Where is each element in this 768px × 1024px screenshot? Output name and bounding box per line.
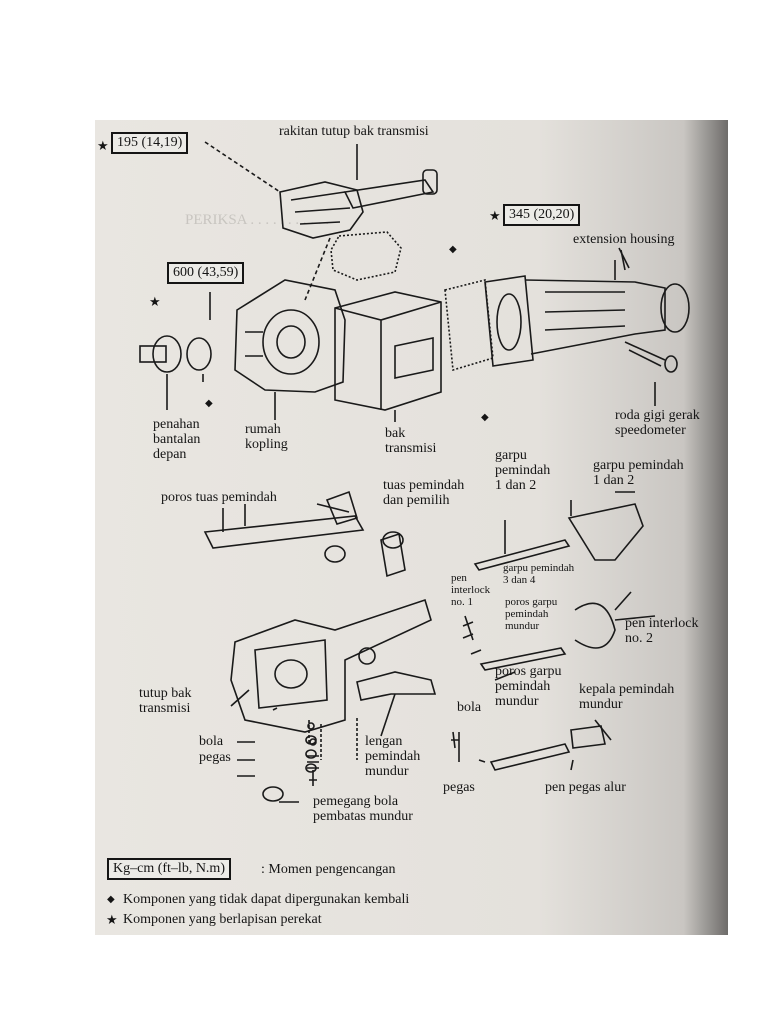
label-poros-tuas: poros tuas pemindah: [161, 490, 277, 505]
torque-box-195: 195 (14,19): [111, 132, 189, 154]
label-bola-left: bola: [199, 734, 224, 749]
label-tuas-pemindah: tuas pemindah dan pemilih: [383, 478, 465, 508]
scanned-page: PERIKSA . . . . . . . . . . .: [95, 120, 728, 935]
transmission-case: [334, 291, 442, 411]
shift-lever-shaft: [203, 515, 365, 549]
label-garpu-1-2-b: garpu pemindah 1 dan 2: [593, 458, 684, 488]
legend-diamond-text: Komponen yang tidak dapat dipergunakan k…: [123, 892, 410, 907]
fork-shaft-1-2: [473, 539, 571, 571]
reverse-fork-shaft: [479, 647, 567, 671]
speedometer-gear: [664, 355, 678, 373]
cover-shift-tube: [343, 179, 435, 209]
label-pegas-right: pegas: [443, 780, 475, 795]
extension-housing-flange: [484, 275, 534, 367]
legend-star-icon: ★: [106, 912, 118, 927]
adhesive-star-icon: ★: [149, 294, 161, 309]
cover-gasket: [330, 231, 402, 281]
label-lengan-pemindah: lengan pemindah mundur: [365, 734, 421, 779]
spring-left: [307, 755, 319, 769]
label-bola-right: bola: [457, 700, 482, 715]
label-penahan: penahan bantalan depan: [153, 417, 201, 462]
label-extension-housing: extension housing: [573, 232, 675, 247]
adhesive-star-icon: ★: [97, 138, 109, 153]
bleed-through-text: PERIKSA . . . . . . . . . . .: [185, 212, 330, 228]
legend-unit-box: Kg–cm (ft–lb, N.m): [107, 858, 231, 880]
label-bak-transmisi: bak transmisi: [385, 426, 437, 456]
non-reusable-diamond-icon: ◆: [481, 412, 489, 423]
label-pemegang-bola: pemegang bola pembatas mundur: [313, 794, 413, 824]
label-roda-gigi: roda gigi gerak speedometer: [615, 408, 700, 438]
shaft-bushing: [324, 545, 346, 563]
label-pen-interlock-1: pen interlock no. 1: [451, 572, 491, 608]
lower-transmission-cover: [230, 598, 432, 733]
legend-unit-desc: : Momen pengencangan: [261, 862, 396, 877]
legend-diamond-icon: ◆: [107, 894, 115, 905]
label-rakitan-tutup: rakitan tutup bak transmisi: [279, 124, 429, 139]
label-poros-garpu-mundur-a: poros garpu pemindah mundur: [505, 596, 558, 632]
label-tutup-bak: tutup bak transmisi: [139, 686, 192, 716]
reverse-shift-shaft: [489, 743, 571, 771]
ball-retainer: [262, 786, 284, 802]
label-pen-interlock-2: pen interlock no. 2: [625, 616, 699, 646]
label-poros-garpu-mundur-b: poros garpu pemindah mundur: [495, 664, 562, 709]
reverse-shift-arm: [356, 671, 437, 701]
adhesive-star-icon: ★: [489, 208, 501, 223]
label-pegas-left: pegas: [199, 750, 231, 765]
label-garpu-3-4: garpu pemindah 3 dan 4: [503, 562, 575, 586]
clutch-housing: [234, 279, 346, 393]
exploded-view-drawing: [139, 141, 690, 803]
cover-assembly-top: [279, 181, 364, 239]
shift-fork-1-2: [567, 503, 644, 561]
intermediate-gasket: [444, 278, 494, 372]
non-reusable-diamond-icon: ◆: [449, 244, 457, 255]
non-reusable-diamond-icon: ◆: [205, 398, 213, 409]
torque-box-345: 345 (20,20): [503, 204, 581, 226]
shift-select-lever: [380, 532, 406, 578]
torque-box-600: 600 (43,59): [167, 262, 245, 284]
label-garpu-1-2-a: garpu pemindah 1 dan 2: [495, 448, 551, 493]
label-pen-pegas-alur: pen pegas alur: [545, 780, 626, 795]
reverse-shift-head: [570, 725, 606, 749]
shift-fork-3-4: [574, 602, 616, 649]
extension-seal: [660, 283, 690, 333]
legend-star-text: Komponen yang berlapisan perekat: [123, 912, 322, 927]
label-kepala-pemindah: kepala pemindah mundur: [579, 682, 675, 712]
label-rumah-kopling: rumah kopling: [245, 422, 288, 452]
front-bearing-retainer: [152, 335, 182, 373]
retainer-seal-ring: [186, 337, 212, 371]
extension-housing-body: [524, 279, 666, 355]
